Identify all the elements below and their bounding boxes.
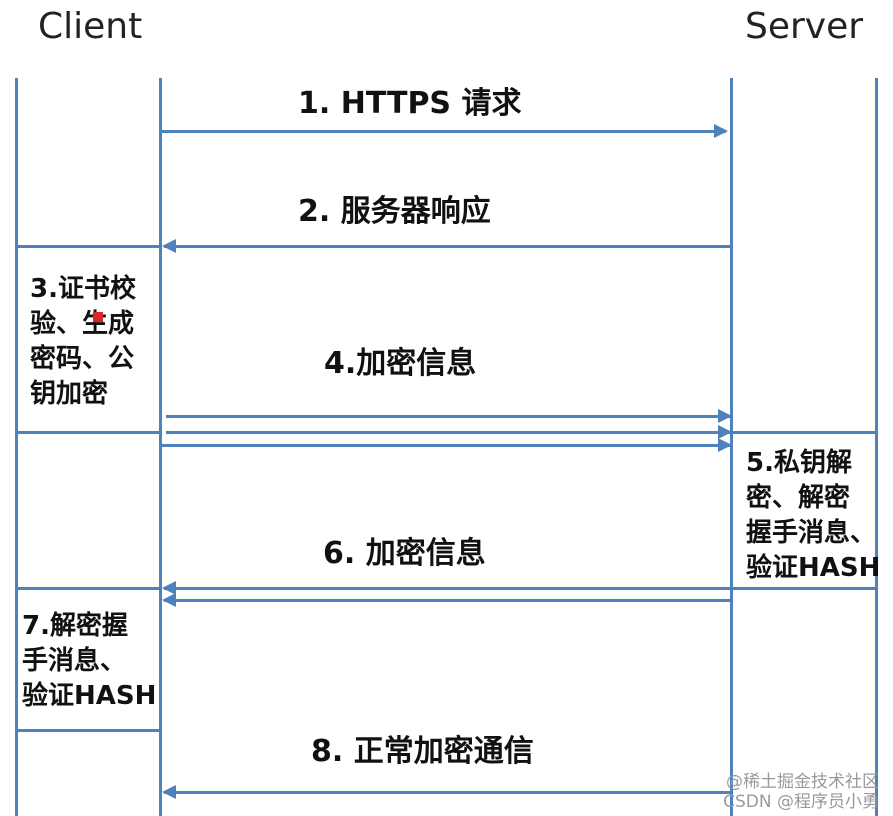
message-8-arrow <box>162 785 730 799</box>
message-4-arrow-3 <box>162 438 732 452</box>
message-4-arrow-2 <box>166 425 732 439</box>
message-1-label: 1. HTTPS 请求 <box>298 86 522 121</box>
client-step3-top-border <box>15 245 162 248</box>
message-4-label: 4.加密信息 <box>324 346 477 381</box>
watermark-line-2: CSDN @程序员小勇 <box>723 792 879 812</box>
server-step5-top-border <box>730 431 878 434</box>
watermark-line-1: @稀土掘金技术社区 <box>726 772 879 792</box>
server-step5-note: 5.私钥解 密、解密 握手消息、 验证HASH <box>746 448 881 583</box>
message-6-label: 6. 加密信息 <box>323 536 486 571</box>
server-outer-lifeline <box>875 78 878 816</box>
server-step5-bottom-border <box>730 587 878 590</box>
watermark: @稀土掘金技术社区 CSDN @程序员小勇 <box>723 772 879 812</box>
message-8-label: 8. 正常加密通信 <box>311 734 534 769</box>
client-outer-lifeline <box>15 78 18 816</box>
message-2-arrow <box>162 239 730 253</box>
client-step7-top-border <box>15 587 162 590</box>
client-step7-bottom-border <box>15 729 162 732</box>
message-4-arrow-1 <box>166 409 732 423</box>
client-step3-note: 3.证书校 验、生成 密码、公 钥加密 <box>30 274 136 409</box>
client-step3-bottom-border <box>15 431 162 434</box>
message-1-arrow <box>162 124 728 138</box>
mouse-cursor-marker <box>93 312 103 322</box>
client-step7-note: 7.解密握 手消息、 验证HASH <box>22 611 157 711</box>
message-6-arrow-2 <box>162 593 730 607</box>
client-title: Client <box>38 6 143 47</box>
client-inner-lifeline <box>159 78 162 816</box>
message-6-arrow-1 <box>162 581 730 595</box>
message-2-label: 2. 服务器响应 <box>298 194 491 229</box>
server-title: Server <box>745 6 864 47</box>
